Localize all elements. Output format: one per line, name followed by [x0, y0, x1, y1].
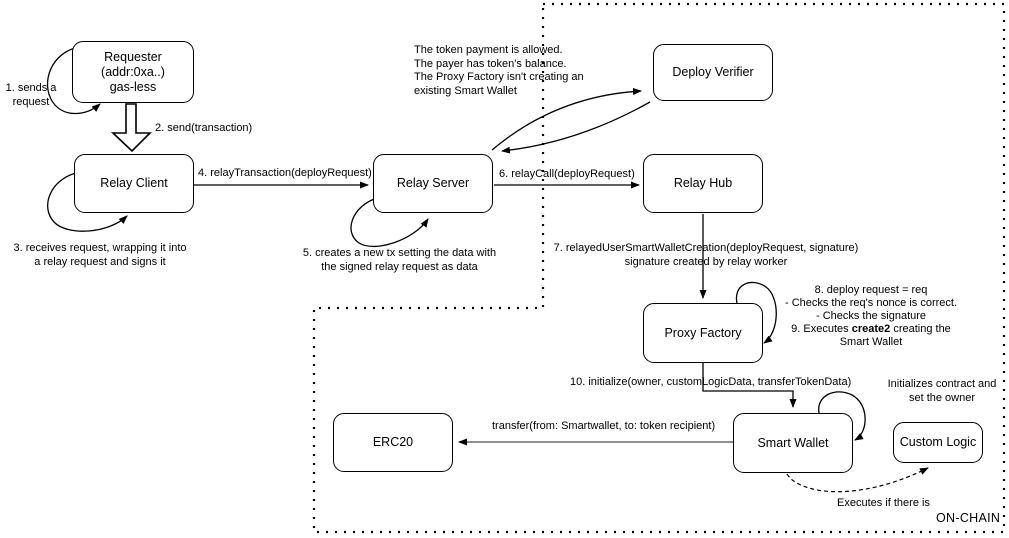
label-step10: 10. initialize(owner, customLogicData, t…: [570, 376, 852, 388]
label-step5: 5. creates a new tx setting the data wit…: [302, 247, 497, 273]
label-step1: 1. sends a request: [5, 82, 57, 108]
label-step2: 2. send(transaction): [155, 122, 253, 134]
onchain-boundary: [312, 2, 1006, 534]
node-smart-wallet: Smart Wallet: [733, 413, 853, 473]
label-step7: 7. relayedUserSmartWalletCreation(deploy…: [553, 242, 859, 268]
loop-relay-server: [350, 197, 429, 248]
loop-proxy-factory: [735, 281, 777, 344]
loop-smart-wallet: [818, 391, 866, 441]
loop-requester: [46, 47, 101, 115]
label-executes-note: Executes if there is: [837, 497, 930, 509]
label-step3: 3. receives request, wrapping it into a …: [13, 242, 187, 268]
node-erc20: ERC20: [333, 413, 453, 472]
arrow-server-to-verifier: [491, 87, 642, 151]
arrow-initialize: [702, 363, 797, 408]
loop-relay-client: [47, 172, 128, 232]
node-relay-server: Relay Server: [373, 154, 493, 213]
label-onchain: ON-CHAIN: [936, 511, 1001, 525]
label-step4: 4. relayTransaction(deployRequest): [198, 167, 372, 179]
node-relay-client: Relay Client: [74, 154, 194, 213]
label-init-note: Initializes contract and set the owner: [887, 378, 997, 404]
arrow-verifier-to-server: [501, 101, 651, 154]
node-deploy-verifier: Deploy Verifier: [653, 44, 773, 101]
label-transfer: transfer(from: Smartwallet, to: token re…: [492, 420, 716, 432]
node-proxy-factory: Proxy Factory: [643, 303, 763, 363]
node-relay-hub: Relay Hub: [643, 154, 763, 213]
node-requester: Requester (addr:0xa..) gas-less: [72, 41, 194, 103]
node-custom-logic: Custom Logic: [893, 422, 983, 463]
arrow-executes-custom-logic: [786, 467, 929, 493]
label-step8-9: 8. deploy request = req - Checks the req…: [784, 284, 958, 348]
label-verifier-note: The token payment is allowed. The payer …: [414, 44, 584, 97]
label-step6: 6. relayCall(deployRequest): [499, 168, 635, 180]
arrow-send-transaction: [110, 103, 152, 153]
